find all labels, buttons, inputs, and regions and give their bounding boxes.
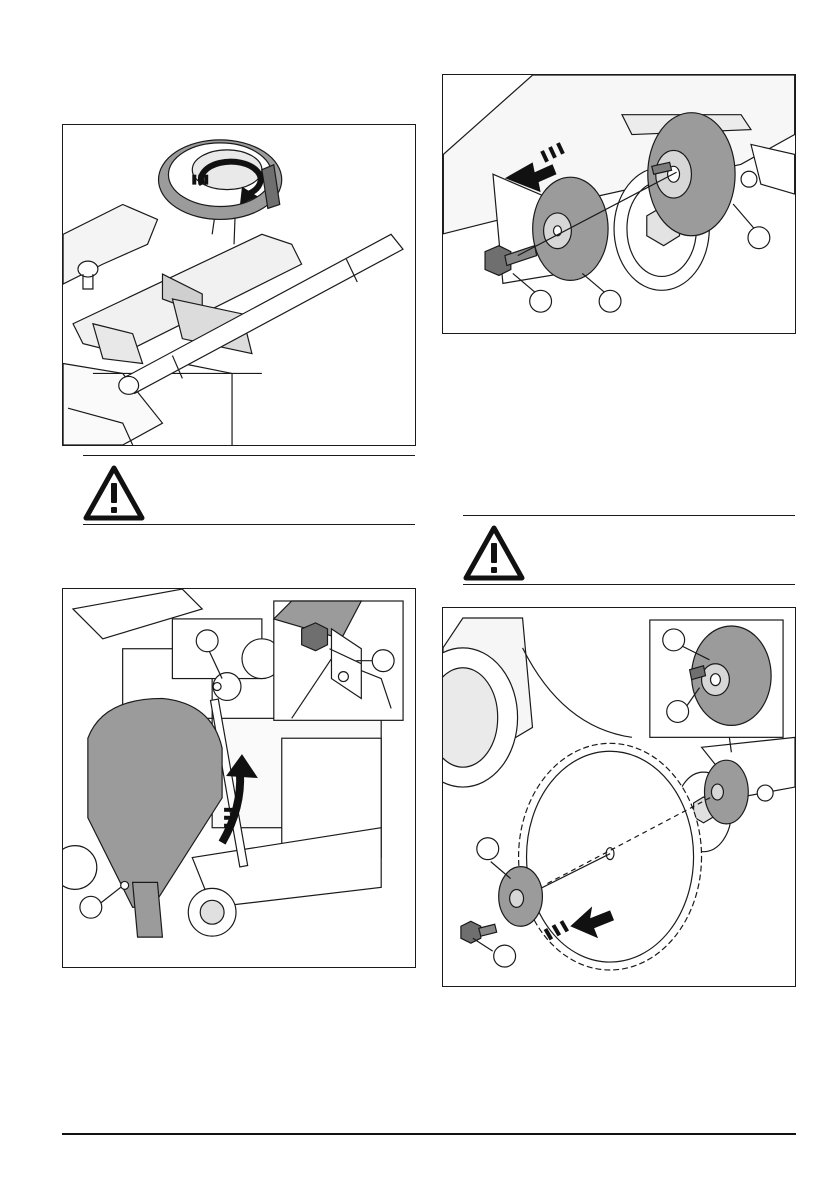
blade-install-illustration bbox=[443, 608, 795, 986]
warning-triangle-icon bbox=[463, 525, 525, 581]
flange-removal-illustration bbox=[443, 75, 795, 333]
figure-flange-removal bbox=[442, 74, 796, 334]
warning-notice bbox=[83, 455, 415, 525]
warning-notice bbox=[463, 515, 795, 585]
warning-bottom-rule bbox=[83, 524, 415, 525]
warning-bottom-rule bbox=[463, 584, 795, 585]
figure-blade-install bbox=[442, 607, 796, 987]
warning-top-rule bbox=[83, 455, 415, 456]
handwheel-illustration bbox=[63, 125, 415, 445]
figure-blade-guard bbox=[62, 588, 416, 968]
warning-triangle-icon bbox=[83, 465, 145, 521]
warning-top-rule bbox=[463, 515, 795, 516]
figure-handwheel bbox=[62, 124, 416, 446]
blade-guard-illustration bbox=[63, 589, 415, 967]
footer-rule bbox=[62, 1133, 796, 1135]
